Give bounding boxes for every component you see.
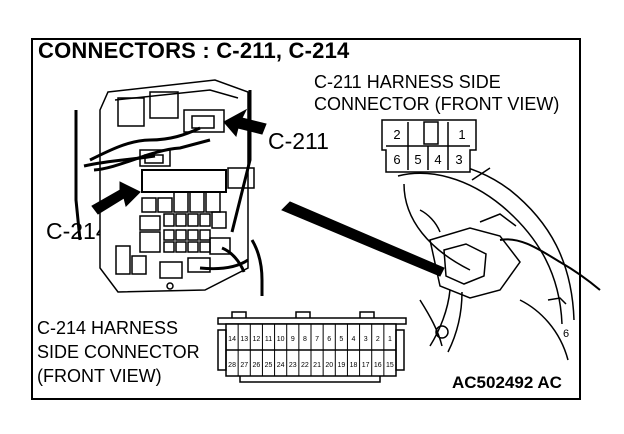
c214-pin-top: 3 (364, 336, 368, 343)
c214-pin-bottom: 19 (337, 362, 345, 369)
c214-pin-top: 6 (327, 336, 331, 343)
c214-pin-bottom: 25 (265, 362, 273, 369)
c214-pin-bottom: 23 (289, 362, 297, 369)
c214-pin-top: 7 (315, 336, 319, 343)
dashboard-outline (391, 160, 601, 361)
c214-pin-bottom: 24 (277, 362, 285, 369)
c211-pin-bottom-1: 6 (393, 152, 400, 167)
c214-pin-top: 12 (252, 336, 260, 343)
c214-pin-top: 1 (388, 336, 392, 343)
c214-pin-top: 13 (240, 336, 248, 343)
diagram-title: CONNECTORS : C-211, C-214 (38, 38, 350, 63)
c214-pin-bottom: 26 (252, 362, 260, 369)
c214-pin-top: 14 (228, 336, 236, 343)
arrow-c214 (91, 181, 141, 215)
c214-pin-top: 8 (303, 336, 307, 343)
c211-pin-bottom-4: 3 (455, 152, 462, 167)
c214-pin-top: 10 (277, 336, 285, 343)
c214-connector-face (217, 311, 407, 383)
c214-caption-line1: C-214 HARNESS (37, 318, 179, 338)
c211-caption-line2: CONNECTOR (FRONT VIEW) (314, 94, 560, 114)
c214-pin-bottom: 28 (228, 362, 236, 369)
c214-pin-top: 9 (291, 336, 295, 343)
callout-c211: C-211 (268, 128, 329, 154)
c214-pin-top: 11 (265, 336, 272, 343)
c214-pin-top: 2 (376, 336, 380, 343)
c214-pin-bottom: 18 (350, 362, 358, 369)
steering-mark: 6 (563, 328, 569, 340)
c214-pin-bottom: 15 (386, 362, 394, 369)
figure-code: AC502492 AC (452, 373, 562, 392)
c211-caption-line1: C-211 HARNESS SIDE (314, 72, 501, 92)
c211-pin-top-3: 1 (458, 127, 465, 142)
c211-pin-bottom-3: 4 (434, 152, 441, 167)
pointer-wedge (281, 201, 445, 277)
c211-pin-bottom-2: 5 (414, 152, 421, 167)
c214-pin-bottom: 27 (240, 362, 248, 369)
arrow-c211 (223, 108, 267, 138)
c211-pin-top-1: 2 (393, 127, 400, 142)
c214-pin-bottom: 17 (362, 362, 370, 369)
harness-wires (74, 90, 264, 296)
c214-pin-bottom: 16 (374, 362, 382, 369)
c214-pin-top: 4 (352, 336, 356, 343)
c214-caption-line2: SIDE CONNECTOR (37, 342, 200, 362)
c214-pin-bottom: 21 (313, 362, 321, 369)
c211-connector-face (381, 119, 477, 173)
diagram-frame (31, 38, 581, 400)
c214-pin-bottom: 22 (301, 362, 309, 369)
c214-pin-bottom: 20 (325, 362, 333, 369)
c214-pin-top: 5 (339, 336, 343, 343)
c214-caption-line3: (FRONT VIEW) (37, 366, 162, 386)
